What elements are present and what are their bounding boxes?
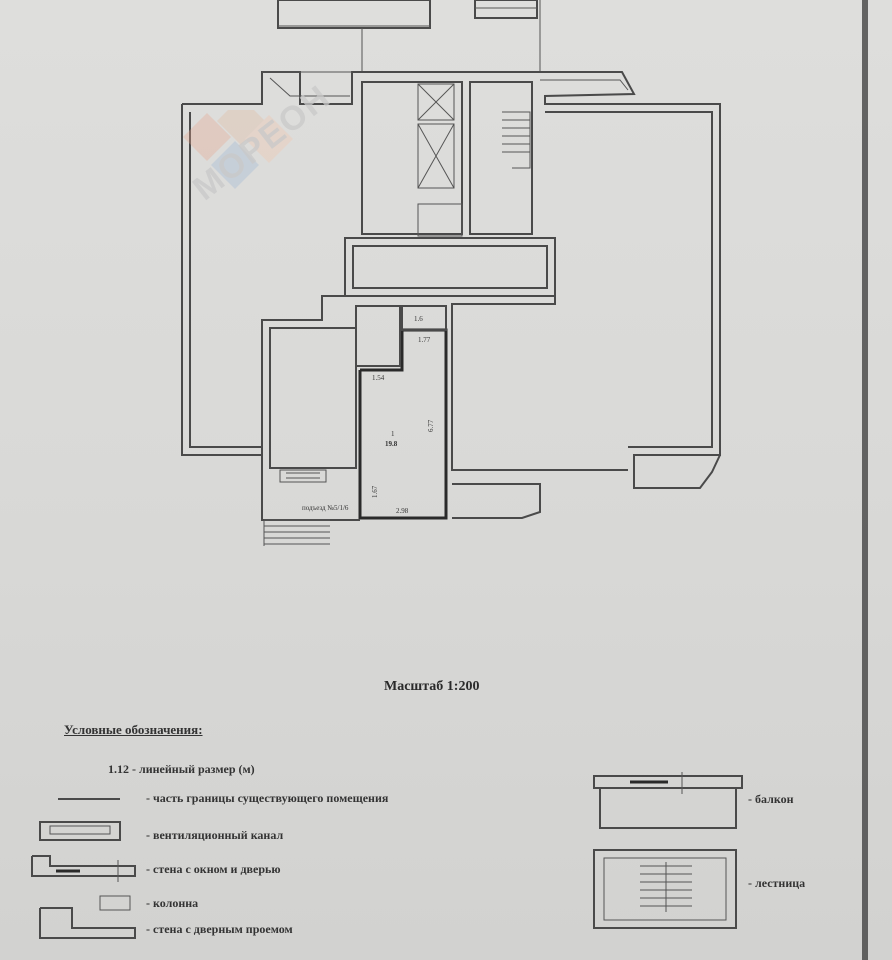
room-dim-left-bottom: 1.67: [371, 485, 379, 498]
room-area: 19.8: [385, 440, 398, 448]
room-dim-left-top: 1.54: [372, 374, 385, 382]
legend-balcony: - балкон: [748, 792, 794, 806]
lower-rooms: 1 19.8 6.77 2.98 1.54 1.67 1.6 1.77 подъ…: [182, 295, 628, 546]
legend-column: - колонна: [146, 896, 199, 910]
scale-text: Масштаб 1:200: [384, 679, 480, 694]
legend-title: Условные обозначения:: [64, 722, 203, 737]
outer-walls: [181, 71, 721, 512]
room-height-dimension: 6.77: [427, 419, 435, 432]
small-room-dimension: 1.77: [418, 336, 431, 344]
legend-vent: - вентиляционный канал: [146, 828, 284, 842]
legend-wall-doorway: - стена с дверным проемом: [146, 922, 293, 936]
room-width-dimension: 2.98: [396, 507, 409, 515]
page-edge-shadow: [862, 0, 868, 960]
legend-symbols: [31, 772, 743, 939]
entry-label: подъезд №5/1/6: [302, 504, 349, 512]
room-number: 1: [391, 430, 395, 438]
building-core: [344, 81, 556, 297]
legend-linear-size: 1.12 - линейный размер (м): [108, 762, 255, 776]
top-structure: [277, 0, 541, 72]
legend-boundary: - часть границы существующего помещения: [146, 791, 389, 805]
legend-wall-window-door: - стена с окном и дверью: [146, 862, 281, 876]
small-room-label: 1.6: [414, 315, 423, 323]
legend-stairs: - лестница: [748, 876, 806, 890]
